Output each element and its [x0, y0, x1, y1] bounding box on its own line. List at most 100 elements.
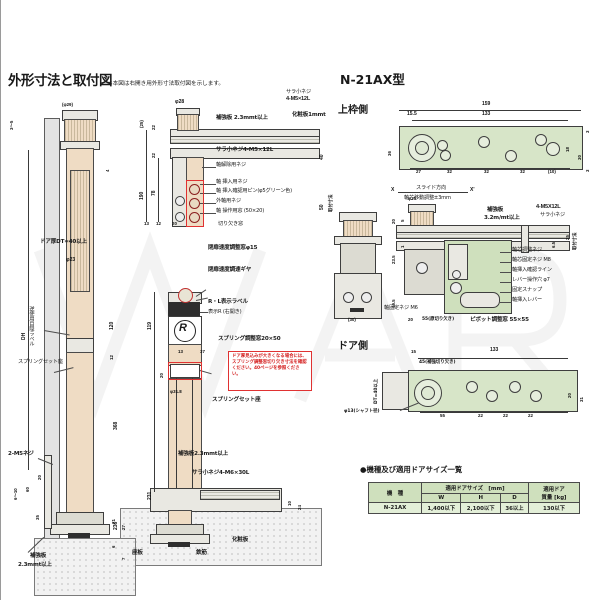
pv-plate-2 [396, 232, 570, 239]
leader-insert-line [500, 272, 512, 273]
mid-top-plate-2 [170, 136, 320, 144]
mid-r-letter: R [179, 322, 187, 334]
label-screw-pv-2: サラ小ネジ [540, 212, 565, 218]
dim-line-231 [154, 292, 155, 492]
label-cover-plate: 化粧板1mmt [292, 112, 326, 118]
label-shaft-release: 軸解除用ネジ [216, 162, 246, 168]
leader-fix-snap [500, 292, 512, 293]
th-weight-line2: 質量 [kg] [541, 494, 567, 501]
label-rebar: 鉄筋 [196, 550, 207, 556]
label-axis-move: 軸芯移動調整±3mm [404, 195, 451, 201]
label-reinforce-mid: 補強板 2.3mmt以上 [216, 115, 268, 121]
label-reinforce-bottom: 補強板2.3mmt以上 [178, 451, 229, 457]
door-hole-3 [509, 381, 521, 393]
dim-mid-22a: 22 [151, 125, 156, 130]
label-spring-seat-left: スプリングセット座 [18, 359, 63, 365]
label-sara-top: サラ小ネジ [286, 89, 311, 95]
dim-tf-36: 36 [387, 151, 392, 156]
dim-pv-20b: 20 [391, 219, 396, 224]
dim-pv-65: 6.5 [551, 241, 556, 248]
page-title: 外形寸法と取付図 [8, 73, 113, 89]
leader-axis-fix [500, 262, 512, 263]
top-frame-hole-4 [505, 150, 517, 162]
dim-left-368: 368 [113, 421, 119, 430]
label-fix-snap: 固定スナップ [512, 287, 542, 293]
dim-mid-190: 190 [139, 191, 145, 200]
dim-tf-155: 15.5 [407, 111, 417, 117]
label-slide-direction: スライド方向 [416, 185, 446, 191]
label-pivot-window: ピボット調整窓 55×55 [470, 317, 529, 323]
label-sara-bottom: サラ小ネジ4-M6×30L [192, 470, 250, 476]
td-w: 1,400以下 [420, 502, 462, 514]
dim-3-5: 3～5 [9, 120, 14, 130]
mid-spring-window-box [168, 362, 202, 380]
dim-left-20: 20 [37, 475, 42, 480]
label-spring-window: スプリング調整窓20×50 [218, 336, 281, 342]
dim-line-dh [28, 150, 29, 470]
label-outer-shaft: 外軸用ネジ [216, 198, 241, 204]
dim-left-60: 60 [25, 487, 30, 492]
label-shaft-window: 軸 操作用窓 (50×20) [216, 208, 265, 214]
dim-door-15: 15 [411, 349, 416, 354]
leader-insert-lever [500, 302, 512, 303]
mid-cover-plate [170, 148, 320, 159]
dim-mid-20: 20 [172, 221, 177, 226]
dim-mid-13b: 13 [178, 349, 183, 354]
dim-pv-5: 5 [400, 219, 405, 222]
dim-line-tf-159 [399, 110, 581, 111]
spec-table-body: N-21AX 1,400以下 2,100以下 36以上 130以下 [368, 502, 580, 514]
dim-left-4: 4 [105, 169, 110, 172]
dim-pv-30: (30) [348, 317, 356, 322]
top-frame-bore-inner [415, 141, 429, 155]
leader-shaft-pin [200, 193, 216, 194]
left-top-hatch [64, 119, 96, 143]
spec-table-header-row-1: 機 種 適用ドアサイズ [mm] 適用ドア 質量 [kg] [368, 482, 580, 503]
mid-screw-1 [189, 184, 200, 195]
dim-mid-10: 10 [287, 501, 292, 506]
dim-mid-22b: 22 [151, 153, 156, 158]
mid-rl-label [168, 302, 200, 316]
td-model: N-21AX [368, 502, 422, 514]
top-frame-hole-3 [478, 136, 490, 148]
leader-axis-adjust [500, 252, 512, 253]
dim-line-tf-bottom [410, 168, 570, 169]
top-frame-hole-6 [546, 142, 560, 156]
warning-box: ドア厚見込みが大きくなる場合には、スプリング調整窓切り欠き寸法を確認ください。4… [228, 351, 312, 391]
dim-pv-235: 23.5 [391, 255, 396, 264]
pv-left-bracket [334, 273, 382, 319]
dim-pv-1: 1 [400, 245, 405, 248]
dim-door-31: 31 [579, 397, 584, 402]
dim-mid-mount: 取付寸法 [329, 194, 334, 212]
dim-tf-32b: 32 [484, 169, 489, 174]
left-lower-body [66, 352, 94, 514]
left-bracket-vert [44, 455, 52, 529]
dim-tf-32c: 32 [520, 169, 525, 174]
leader-rl [200, 312, 208, 313]
section-top-frame: 上枠側 [338, 105, 368, 116]
dim-line-door-133 [418, 358, 568, 359]
spec-table-head: 機 種 適用ドアサイズ [mm] 適用ドア 質量 [kg] W H D [368, 482, 580, 503]
top-frame-hole-5 [535, 134, 547, 146]
door-edge [382, 372, 410, 410]
dim-door-22c: 22 [528, 413, 533, 418]
label-door-thickness: ドア厚DT=40以上 [40, 239, 87, 245]
dim-line-78 [158, 158, 159, 222]
dim-left-6: 6 [111, 545, 116, 548]
pv-shaft-hole [416, 262, 428, 274]
pv-left-pin [350, 308, 364, 312]
door-hole-4 [530, 390, 542, 402]
dim-door-133: 133 [490, 347, 499, 353]
dim-left-27: 27 [121, 525, 126, 530]
dim-mid-20b: 20 [159, 373, 164, 378]
label-door-dt: DT=40以上 [374, 378, 379, 404]
dim-pv-mount: 取付寸法 [573, 232, 578, 250]
dim-mid-50: 50 [319, 204, 325, 210]
label-reinforce-left-2: 2.3mmt以上 [18, 562, 52, 568]
warning-text: ドア厚見込みが大きくなる場合には、スプリング調整窓切り欠き寸法を確認ください。4… [232, 354, 307, 377]
mid-screw-2 [189, 198, 200, 209]
table-row: N-21AX 1,400以下 2,100以下 36以上 130以下 [368, 502, 580, 514]
dim-phi318: φ31.8 [170, 389, 182, 394]
dim-dh: DH [21, 332, 27, 340]
label-reinforce-pv: 補強板 [487, 207, 504, 213]
